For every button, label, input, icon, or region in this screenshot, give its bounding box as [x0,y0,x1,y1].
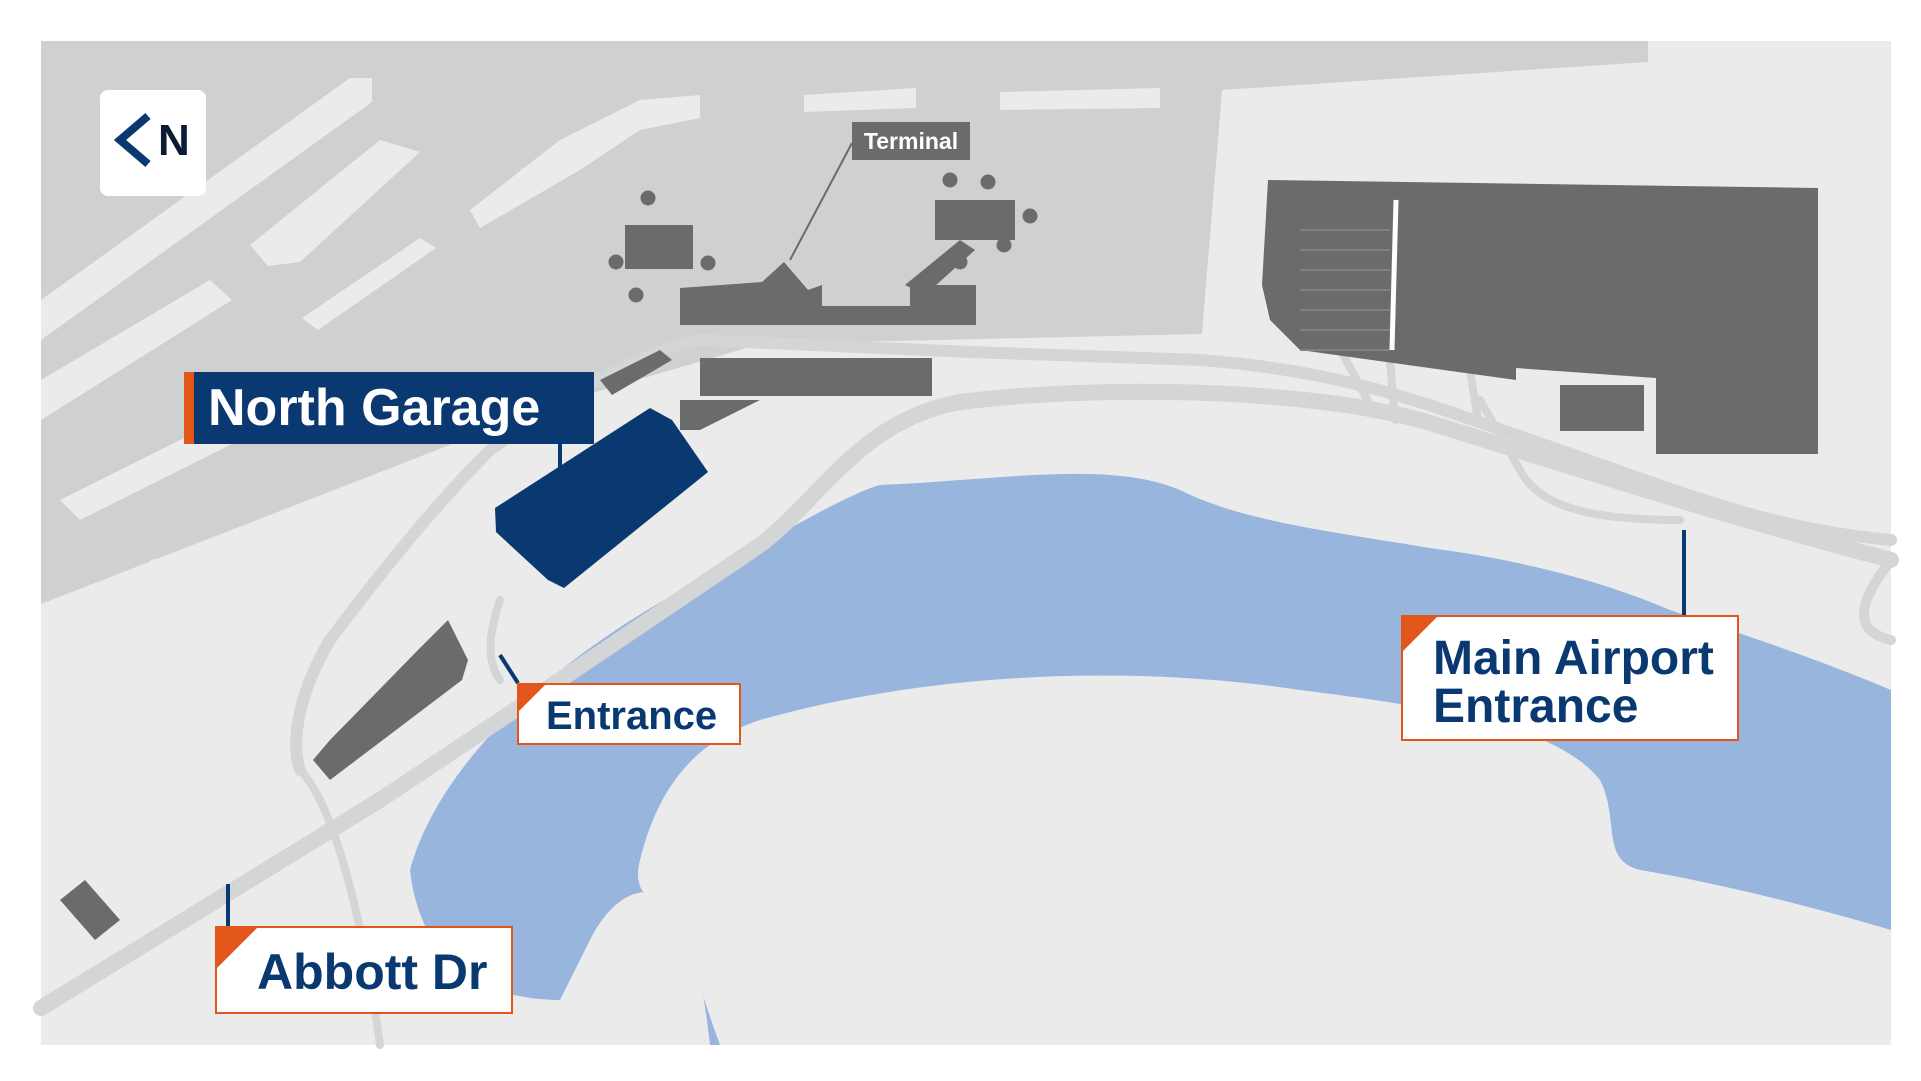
abbott-dr-text: Abbott Dr [257,944,488,1000]
small-building [1560,385,1644,431]
airplane-icons [608,172,1038,303]
concourse-a [625,225,693,269]
parking-building [700,358,932,396]
compass-label: N [158,116,190,165]
leader-terminal [789,142,853,261]
abbott-dr-label[interactable]: Abbott Dr [215,926,513,1014]
entrance-label[interactable]: Entrance [517,683,741,745]
access-road [1386,356,1399,424]
terminal-building [680,262,976,325]
abbott-road [33,383,1899,1016]
inner-road [1859,555,1896,645]
taxiway [804,88,916,112]
spur-road [1476,396,1684,524]
runway [41,280,232,420]
north-garage-label[interactable]: North Garage [184,372,594,444]
runways [41,78,1160,610]
main-entrance-line2: Entrance [1433,680,1639,733]
ramp [486,596,504,684]
runway [60,420,240,520]
airplane-icon [640,190,656,206]
chevron-left-icon [113,112,151,168]
peninsula [638,675,1892,1045]
entrance-text: Entrance [546,694,718,738]
concourse-link [905,240,975,295]
north-garage-annex [600,350,672,395]
terminal-complex [60,180,1818,940]
airplane-icon [1022,208,1038,224]
north-compass: N [100,90,206,196]
north-garage-text: North Garage [208,379,541,437]
taxiway [520,110,640,185]
terminal-loop [290,334,1897,776]
rental-car-facility [1262,180,1818,454]
airplane-icon [996,237,1012,253]
leader-lines [226,440,1686,926]
runway [250,140,420,266]
taxiway [150,540,250,610]
divider-line [1389,199,1399,351]
airplane-icon [628,287,644,303]
corner-flag [519,685,545,711]
concourse-b [935,200,1015,240]
remote-building [60,880,120,940]
main-airport-entrance-label[interactable]: Main Airport Entrance [1401,615,1739,741]
airplane-icon [980,174,996,190]
corner-flag [1403,617,1437,651]
accent-stripe [184,372,194,444]
airplane-icon [952,254,968,270]
taxiway [470,95,700,228]
south-garage [313,620,468,780]
airplane-icon [608,254,624,270]
leader-entrance [498,653,520,685]
access-road [1466,366,1482,424]
runway [41,78,372,340]
rental-stripes [1300,229,1390,351]
parking-ramp [680,400,760,430]
north-garage-building[interactable] [495,408,708,588]
airplane-icon [942,172,958,188]
airplane-icon [700,255,716,271]
corner-flag [217,928,257,968]
taxiway [1000,88,1160,110]
terminal-label: Terminal [852,122,970,160]
runway [302,238,436,330]
main-entrance-line1: Main Airport [1433,632,1714,685]
